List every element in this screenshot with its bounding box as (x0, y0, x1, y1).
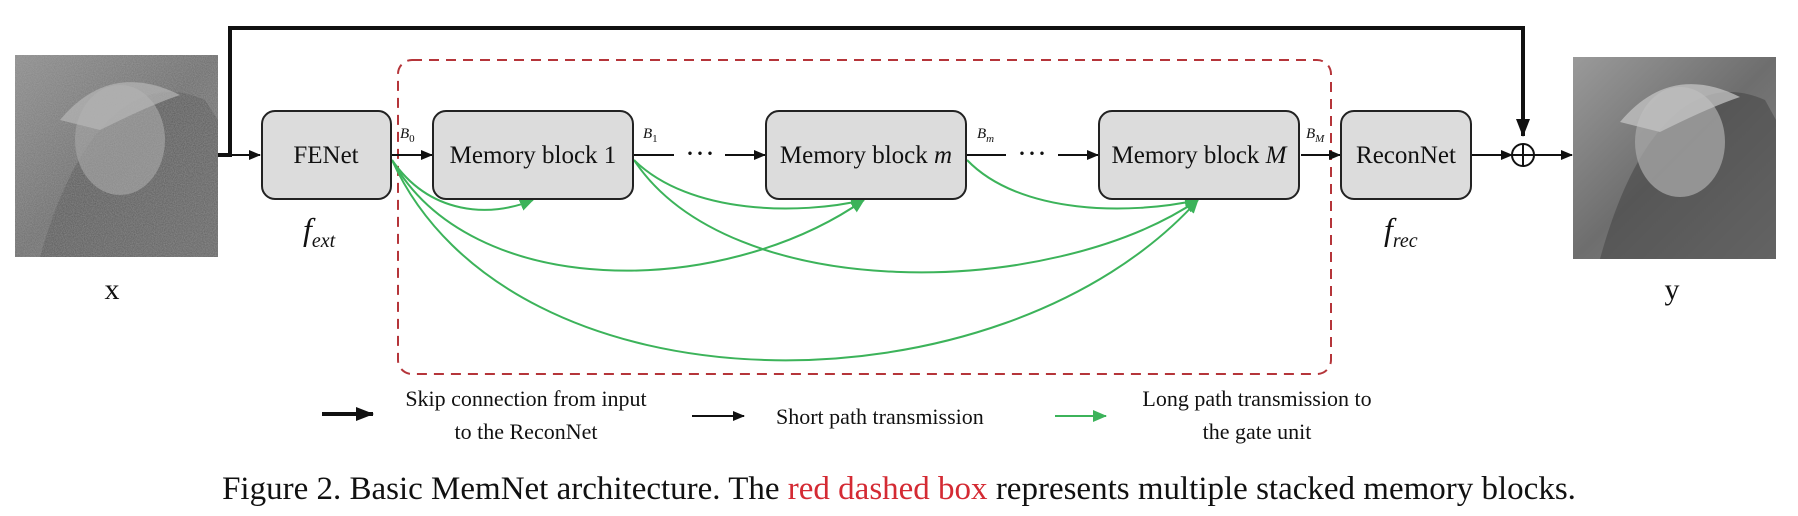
edge-label-b0: B0 (400, 126, 415, 145)
memory-block-1-node: Memory block 1 (432, 110, 634, 200)
memory-block-1-label: Memory block 1 (450, 142, 617, 169)
memory-blocks-dashed-box (397, 59, 1332, 375)
memory-block-M-node: Memory block M (1098, 110, 1300, 200)
edge-label-b1: B1 (643, 126, 658, 145)
input-label: x (105, 273, 120, 306)
long-path-fenet-to-block1 (391, 159, 534, 211)
fenet-node: FENet (261, 110, 392, 200)
long-path-fenet-to-blockm (391, 159, 865, 272)
legend-skip-line1: Skip connection from input (405, 386, 646, 411)
sum-node-icon (1511, 143, 1535, 167)
legend-short-label: Short path transmission (776, 404, 984, 429)
long-path-arrows (391, 159, 1199, 362)
memory-block-m-label: Memory block m (780, 142, 952, 169)
long-path-block1-to-blockm (633, 159, 865, 210)
output-image (1573, 57, 1776, 259)
long-path-block1-to-blockM (633, 159, 1199, 274)
reconnet-label: ReconNet (1356, 142, 1456, 169)
ellipsis-2: ··· (1017, 137, 1047, 170)
edge-label-bM: BM (1306, 126, 1325, 145)
legend-long-line1: Long path transmission to (1142, 386, 1371, 411)
long-path-fenet-to-blockM (391, 159, 1199, 362)
fenet-label: FENet (293, 142, 358, 169)
fext-label: fext (303, 211, 336, 252)
legend-skip-line2: to the ReconNet (455, 419, 598, 444)
memory-block-m-node: Memory block m (765, 110, 967, 200)
frec-label: frec (1384, 211, 1418, 252)
legend: Skip connection from input to the ReconN… (322, 386, 1372, 444)
input-image (15, 55, 218, 257)
memory-block-M-label: Memory block M (1112, 142, 1288, 169)
legend-long-line2: the gate unit (1203, 419, 1312, 444)
ellipsis-1: ··· (685, 137, 715, 170)
long-path-blockm-to-blockM (966, 159, 1199, 210)
figure-caption: Figure 2. Basic MemNet architecture. The… (222, 471, 1576, 507)
reconnet-node: ReconNet (1340, 110, 1472, 200)
edge-label-bm: Bm (977, 126, 994, 145)
output-label: y (1665, 273, 1680, 306)
